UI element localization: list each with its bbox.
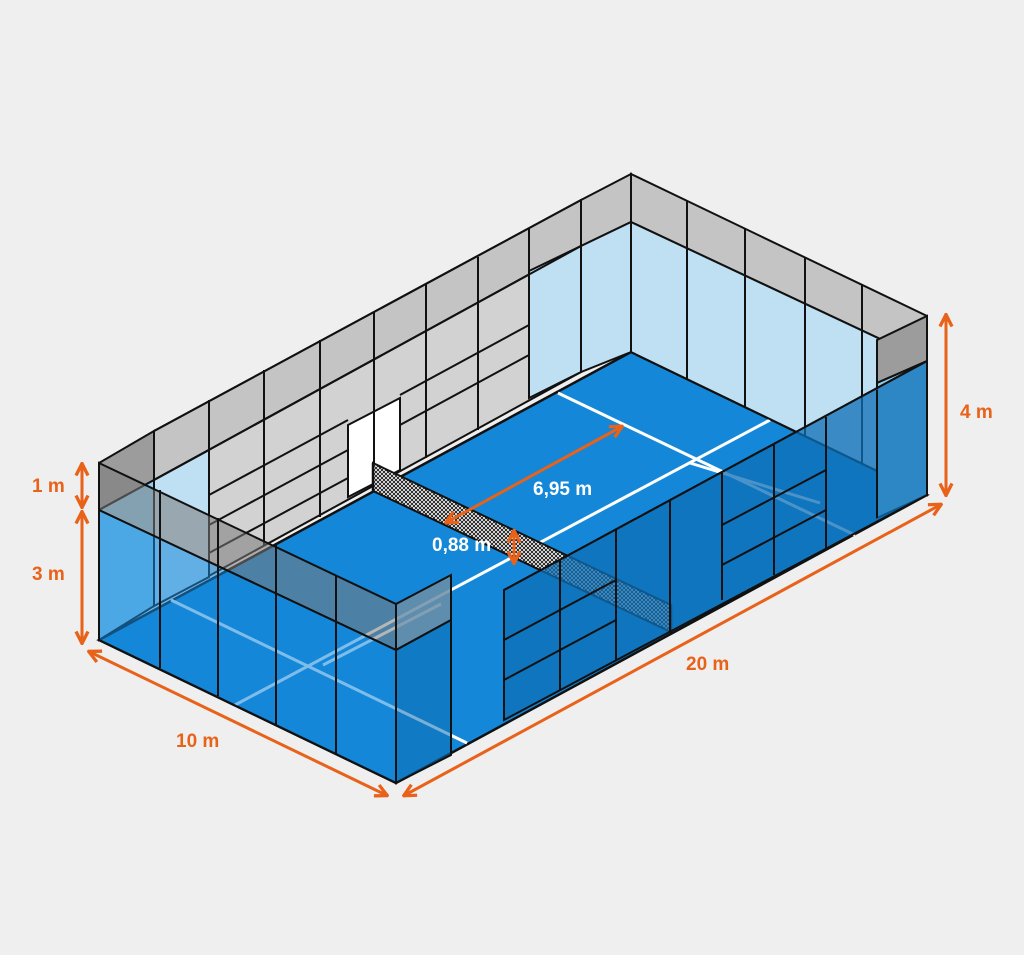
label-wall-upper: 1 m [32, 476, 65, 497]
dimension-arrows [82, 316, 946, 795]
arrow-20m [405, 505, 940, 795]
label-width: 10 m [176, 731, 219, 752]
label-length: 20 m [686, 654, 729, 675]
label-service-distance: 6,95 m [533, 479, 592, 500]
label-wall-lower: 3 m [32, 564, 65, 585]
arrow-10m [90, 652, 386, 795]
arrow-695m [447, 427, 621, 522]
label-net-height: 0,88 m [432, 535, 491, 556]
label-wall-total: 4 m [960, 402, 993, 423]
